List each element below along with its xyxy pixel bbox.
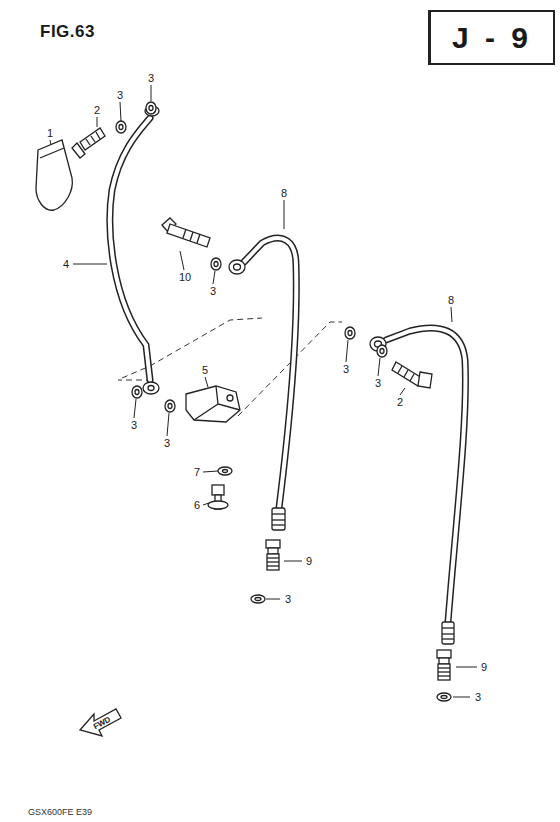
callout-number: 3 — [474, 691, 482, 703]
callout-number: 10 — [178, 271, 192, 283]
callout-number: 1 — [46, 127, 54, 139]
callout-number: 8 — [447, 294, 455, 306]
callout-number: 3 — [147, 72, 155, 84]
callout-number: 2 — [93, 104, 101, 116]
callout-number: 3 — [116, 89, 124, 101]
callout-number: 2 — [396, 396, 404, 408]
section-code: J - 9 — [452, 21, 532, 55]
callout-number: 3 — [342, 363, 350, 375]
callout-number: 4 — [62, 258, 70, 270]
callout-number: 8 — [280, 187, 288, 199]
callout-number: 6 — [193, 499, 201, 511]
callout-number: 5 — [201, 364, 209, 376]
leader-lines — [50, 85, 477, 697]
callout-number: 3 — [163, 437, 171, 449]
callout-number: 9 — [480, 661, 488, 673]
callout-number: 3 — [209, 285, 217, 297]
callout-number: 3 — [374, 377, 382, 389]
callout-number: 9 — [305, 555, 313, 567]
hoses — [110, 118, 466, 622]
section-code-box: J - 9 — [428, 10, 555, 65]
callout-number: 3 — [130, 419, 138, 431]
callout-number: 3 — [284, 593, 292, 605]
figure-title: FIG.63 — [40, 22, 95, 42]
fittings — [36, 102, 454, 736]
callout-number: 7 — [193, 466, 201, 478]
drawing-code: GSX600FE E39 — [27, 806, 93, 818]
